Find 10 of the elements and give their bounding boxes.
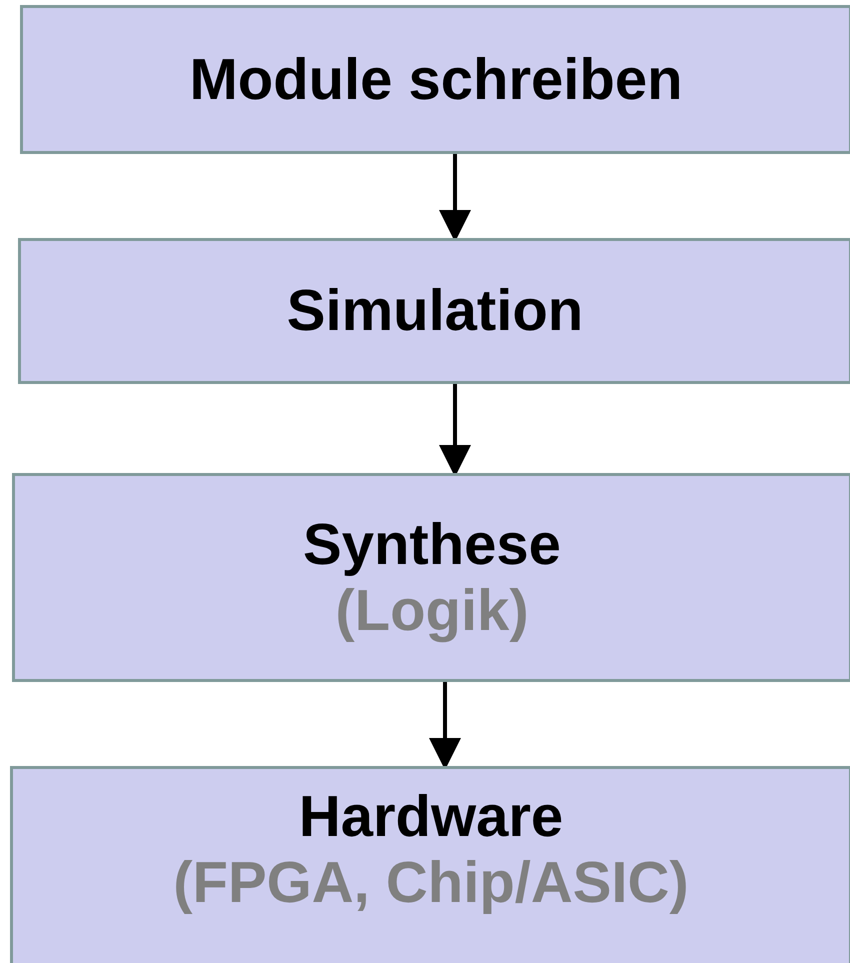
step-subtitle: (FPGA, Chip/ASIC) bbox=[173, 850, 689, 916]
step-title: Synthese bbox=[303, 512, 561, 578]
step-title: Hardware bbox=[298, 784, 564, 850]
process-box bbox=[18, 238, 850, 384]
process-box bbox=[20, 5, 850, 154]
step-title: Module schreiben bbox=[189, 46, 683, 112]
process-box bbox=[10, 766, 850, 963]
step-title: Simulation bbox=[286, 278, 584, 344]
step-subtitle: (Logik) bbox=[335, 578, 529, 644]
process-box bbox=[12, 473, 850, 682]
